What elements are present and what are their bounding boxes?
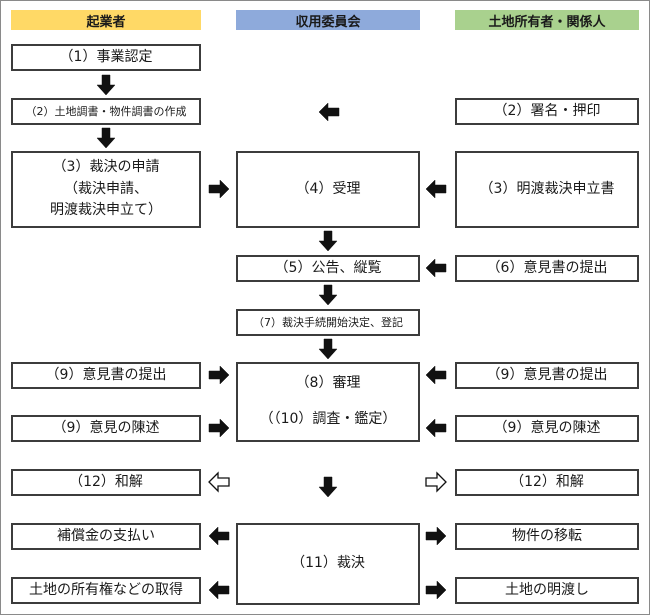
ruling-application-line-3: 明渡裁決申立て）	[50, 202, 162, 219]
box-compensation: 補償金の支払い	[11, 523, 201, 550]
box-statement-initiator-9: （9）意見の陳述	[11, 415, 201, 442]
box-land-handover: 土地の明渡し	[455, 577, 639, 604]
box-relocation: 物件の移転	[455, 523, 639, 550]
box-deliberation: （8）審理 （（10）調査・鑑定）	[236, 362, 420, 442]
arrow-down-1	[94, 73, 118, 97]
box-public-notice: （5）公告、縦覧	[236, 255, 420, 282]
arrow-right-handover	[424, 578, 448, 602]
header-initiator: 起業者	[11, 10, 201, 30]
header-owners: 土地所有者・関係人	[455, 10, 639, 30]
box-procedure-start: （7）裁決手続開始決定、登記	[236, 309, 420, 336]
header-committee: 収用委員会	[236, 10, 420, 30]
box-opinion-owner-9: （9）意見書の提出	[455, 362, 639, 389]
box-acquisition: 土地の所有権などの取得	[11, 577, 201, 604]
arrow-left-sign	[317, 100, 341, 124]
arrow-right-statement-9	[207, 416, 231, 440]
arrow-right-settlement	[424, 470, 448, 494]
arrow-left-acquisition	[207, 578, 231, 602]
box-settlement-owner: （12）和解	[455, 469, 639, 496]
arrow-left-opinion-6	[424, 256, 448, 280]
box-ruling: （11）裁決	[236, 523, 420, 605]
arrow-down-2	[94, 126, 118, 150]
arrow-down-6	[316, 475, 340, 499]
box-project-approval: （1）事業認定	[11, 44, 201, 71]
arrow-down-3	[316, 229, 340, 253]
box-statement-owner-9: （9）意見の陳述	[455, 415, 639, 442]
arrow-right-application	[207, 177, 231, 201]
arrow-down-5	[316, 337, 340, 361]
arrow-left-compensation	[207, 524, 231, 548]
box-opinion-initiator-9: （9）意見書の提出	[11, 362, 201, 389]
box-settlement-initiator: （12）和解	[11, 469, 201, 496]
box-ruling-application: （3）裁決の申請 （裁決申請、 明渡裁決申立て）	[11, 151, 201, 228]
ruling-application-line-1: （3）裁決の申請	[52, 158, 160, 175]
arrow-left-petition	[424, 177, 448, 201]
box-opinion-owner-6: （6）意見書の提出	[455, 255, 639, 282]
box-eviction-petition: （3）明渡裁決申立書	[455, 151, 639, 228]
box-acceptance: （4）受理	[236, 151, 420, 228]
ruling-application-line-2: （裁決申請、	[64, 180, 148, 197]
arrow-right-relocation	[424, 524, 448, 548]
arrow-right-opinion-9	[207, 363, 231, 387]
investigation-label: （（10）調査・鑑定）	[259, 411, 397, 428]
arrow-left-statement-9	[424, 416, 448, 440]
arrow-down-4	[316, 283, 340, 307]
box-sign-seal: （2）署名・押印	[455, 98, 639, 125]
arrow-left-settlement	[207, 470, 231, 494]
deliberation-label: （8）審理	[295, 375, 361, 392]
arrow-left-opinion-9	[424, 363, 448, 387]
box-land-survey: （2）土地調書・物件調書の作成	[11, 98, 201, 125]
